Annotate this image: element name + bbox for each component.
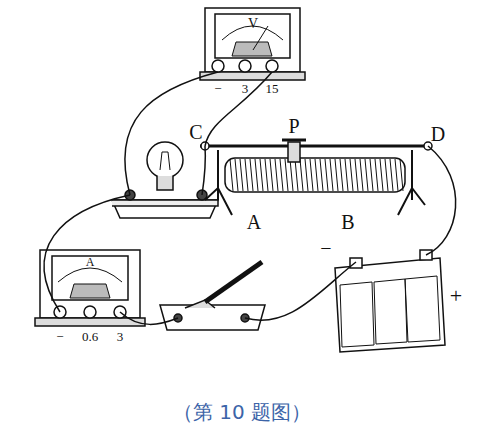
coil-winding	[235, 159, 238, 191]
coil-winding	[325, 159, 328, 191]
coil-winding	[350, 159, 353, 191]
coil-winding	[255, 159, 258, 191]
coil-winding	[345, 159, 348, 191]
battery-pole: +	[450, 285, 462, 307]
coil-winding	[355, 159, 358, 191]
coil-winding	[240, 159, 243, 191]
coil-winding	[295, 159, 298, 191]
battery-pole: −	[320, 238, 331, 258]
terminal-sign: −	[214, 82, 221, 95]
coil-winding	[250, 159, 253, 191]
coil-winding	[285, 159, 288, 191]
point-label: D	[431, 124, 445, 144]
point-label: A	[247, 212, 261, 232]
terminal-range: 3	[117, 330, 124, 343]
coil-winding	[270, 159, 273, 191]
coil-winding	[385, 159, 388, 191]
meter-unit: A	[86, 256, 95, 268]
point-label: P	[288, 116, 299, 136]
coil-winding	[390, 159, 393, 191]
coil-winding	[370, 159, 373, 191]
point-label: B	[341, 212, 354, 232]
coil-winding	[230, 159, 233, 191]
terminal-range: 3	[242, 82, 249, 95]
terminal-sign: −	[56, 330, 63, 343]
coil-winding	[260, 159, 263, 191]
coil-winding	[360, 159, 363, 191]
coil-winding	[290, 159, 293, 191]
coil-winding	[280, 159, 283, 191]
terminal-range: 0.6	[82, 330, 98, 343]
coil-winding	[320, 159, 323, 191]
terminal-range: 15	[266, 82, 279, 95]
coil-winding	[315, 159, 318, 191]
coil-winding	[395, 159, 398, 191]
coil-winding	[365, 159, 368, 191]
coil-winding	[375, 159, 378, 191]
point-label: C	[189, 122, 202, 142]
coil-winding	[305, 159, 308, 191]
coil-winding	[335, 159, 338, 191]
coil-winding	[330, 159, 333, 191]
coil-winding	[265, 159, 268, 191]
coil-winding	[340, 159, 343, 191]
coil-winding	[380, 159, 383, 191]
figure-caption: （第 10 题图）	[173, 399, 311, 426]
coil-winding	[245, 159, 248, 191]
coil-winding	[400, 159, 403, 191]
coil-winding	[310, 159, 313, 191]
coil-winding	[275, 159, 278, 191]
meter-unit: V	[248, 17, 258, 31]
coil-winding	[300, 159, 303, 191]
